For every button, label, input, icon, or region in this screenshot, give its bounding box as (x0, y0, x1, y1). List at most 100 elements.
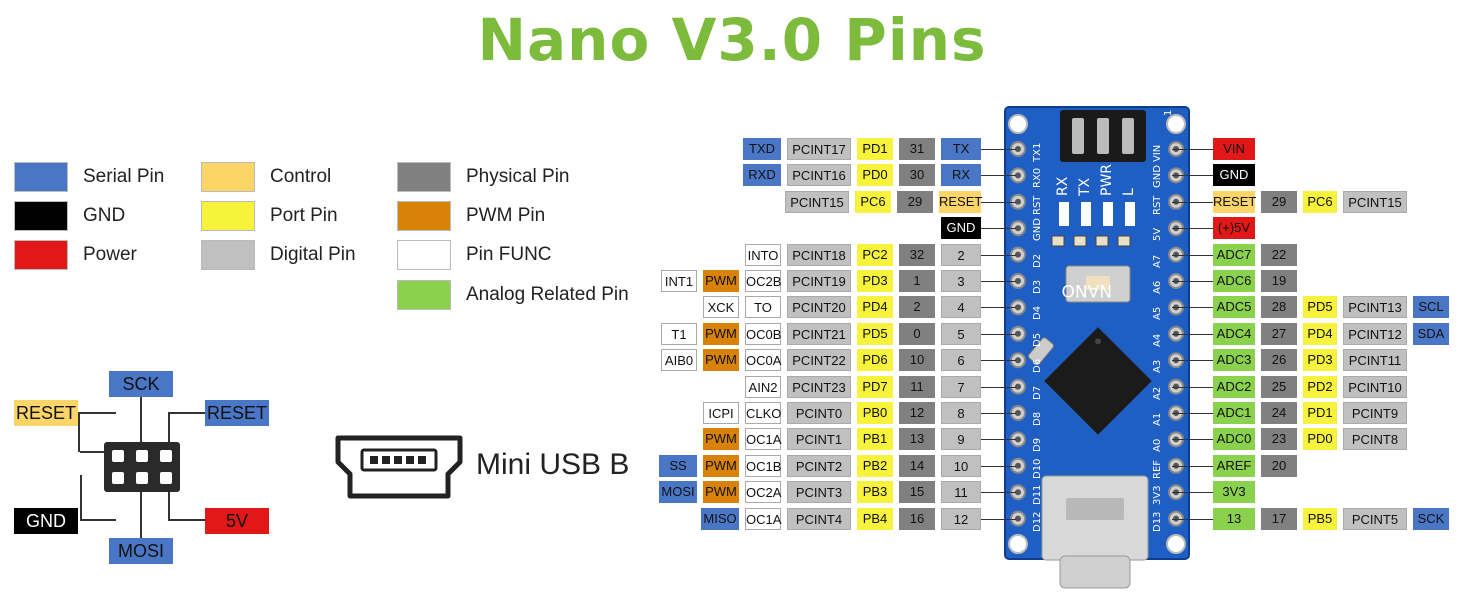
right-pin-9-label-3: PCINT10 (1343, 375, 1407, 398)
right-pin-wire (1172, 307, 1216, 309)
legend-label-port: Port Pin (270, 205, 338, 226)
left-pin-9-label-0: AIN2 (745, 375, 781, 398)
left-pin-wire (960, 465, 1016, 467)
legend-swatch-physical (397, 162, 451, 192)
legend-swatch-analog (397, 280, 451, 310)
board-silk-left: D8 (1032, 411, 1043, 426)
legend-swatch-gnd (14, 201, 68, 231)
left-pin-8-label-6: 6 (941, 349, 981, 372)
board-led-label: TX (1077, 177, 1093, 196)
left-pin-wire (960, 492, 1016, 494)
left-pin-6-label-1: TO (745, 296, 781, 319)
left-pin-0-label-4: TX (941, 138, 981, 160)
mini-usb-icon (335, 435, 463, 499)
right-pin-1-label-0: GND (1213, 164, 1255, 187)
right-pin-5-label-0: ADC6 (1213, 270, 1255, 292)
left-pin-0-label-0: TXD (743, 138, 781, 160)
left-pin-6-label-2: PCINT20 (787, 296, 851, 319)
legend-label-pwm: PWM Pin (466, 205, 546, 226)
left-pin-7-label-4: PD5 (857, 322, 893, 345)
left-pin-1-label-0: RXD (743, 164, 781, 187)
left-pin-13-label-6: 11 (941, 481, 981, 504)
left-pin-12-label-0: SS (659, 454, 697, 477)
left-pin-11-label-3: PB1 (857, 428, 893, 451)
left-pin-0-label-1: PCINT17 (787, 138, 851, 160)
icsp-wire-gnd-v (80, 475, 82, 520)
left-pin-wire (960, 228, 1016, 230)
right-pin-14-label-1: 17 (1261, 507, 1297, 530)
left-pin-7-label-6: 5 (941, 322, 981, 345)
left-pin-5-label-2: OC2B (745, 270, 781, 292)
left-pin-7-label-3: PCINT21 (787, 322, 851, 345)
right-pin-9-label-2: PD2 (1303, 375, 1337, 398)
legend-swatch-func (397, 240, 451, 270)
right-pin-wire (1172, 360, 1216, 362)
right-pin-10-label-2: PD1 (1303, 402, 1337, 424)
left-pin-10-label-3: PB0 (857, 402, 893, 424)
board-silk-left: TX1 (1032, 142, 1043, 162)
right-pin-wire (1172, 439, 1216, 441)
left-pin-6-label-4: 2 (899, 296, 935, 319)
board-silk-right: RST (1152, 195, 1163, 215)
right-pin-8-label-1: 26 (1261, 349, 1297, 372)
right-pin-8-label-3: PCINT11 (1343, 349, 1407, 372)
left-pin-wire (960, 518, 1016, 520)
right-pin-6-label-1: 28 (1261, 296, 1297, 319)
board-silk-right: A5 (1152, 307, 1163, 321)
left-pin-4-label-2: PC2 (857, 243, 893, 266)
icsp-wire-5v-h (168, 519, 206, 521)
left-pin-12-label-6: 10 (941, 454, 981, 477)
left-pin-11-label-4: 13 (899, 428, 935, 451)
board-silk-right: A6 (1152, 280, 1163, 294)
legend-swatch-serial (14, 162, 68, 192)
right-pin-2-label-3: PCINT15 (1343, 190, 1407, 213)
left-pin-9-label-1: PCINT23 (787, 375, 851, 398)
board-silk-left: D4 (1032, 306, 1043, 321)
left-pin-4-label-3: 32 (899, 243, 935, 266)
legend-swatch-pwm (397, 201, 451, 231)
legend-label-physical: Physical Pin (466, 166, 570, 187)
icsp-mosi-label: MOSI (109, 538, 173, 564)
left-pin-2-label-1: PC6 (855, 190, 891, 213)
left-pin-14-label-2: PCINT4 (787, 507, 851, 530)
left-pin-wire (960, 386, 1016, 388)
left-pin-4-label-0: INTO (745, 243, 781, 266)
left-pin-4-label-1: PCINT18 (787, 243, 851, 266)
right-pin-8-label-0: ADC3 (1213, 349, 1255, 372)
icsp-gnd-label: GND (14, 508, 78, 534)
right-pin-12-label-1: 20 (1261, 454, 1297, 477)
legend-swatch-control (201, 162, 255, 192)
right-pin-wire (1172, 254, 1216, 256)
left-pin-9-label-4: 7 (941, 375, 981, 398)
left-pin-11-label-2: PCINT1 (787, 428, 851, 451)
left-pin-8-label-4: PD6 (857, 349, 893, 372)
right-pin-wire (1172, 175, 1216, 177)
left-pin-10-label-1: CLKO (745, 402, 781, 424)
board-silk-left: D11 (1032, 484, 1043, 506)
left-pin-1-label-2: PD0 (857, 164, 893, 187)
left-pin-wire (960, 175, 1016, 177)
left-pin-1-label-1: PCINT16 (787, 164, 851, 187)
right-pin-2-label-1: 29 (1261, 190, 1297, 213)
right-pin-14-label-0: 13 (1213, 507, 1255, 530)
left-pin-10-label-0: ICPI (703, 402, 739, 424)
left-pin-wire (960, 201, 1016, 203)
left-pin-7-label-5: 0 (899, 322, 935, 345)
board-led-label: PWR (1099, 163, 1115, 196)
board-silk-right: A0 (1152, 439, 1163, 453)
left-pin-8-label-1: PWM (703, 349, 739, 372)
left-pin-12-label-2: OC1B (745, 454, 781, 477)
legend-label-power: Power (83, 244, 137, 265)
right-pin-14-label-2: PB5 (1303, 507, 1337, 530)
left-pin-8-label-5: 10 (899, 349, 935, 372)
usb-label: Mini USB B (476, 448, 630, 481)
left-pin-0-label-3: 31 (899, 138, 935, 160)
right-pin-14-label-3: PCINT5 (1343, 507, 1407, 530)
left-pin-5-label-6: 3 (941, 270, 981, 292)
left-pin-5-label-4: PD3 (857, 270, 893, 292)
icsp-wire-mosi (140, 488, 142, 538)
board-silk-right: A2 (1152, 386, 1163, 400)
left-pin-1-label-4: RX (941, 164, 981, 187)
right-pin-10-label-1: 24 (1261, 402, 1297, 424)
legend-swatch-port (201, 201, 255, 231)
